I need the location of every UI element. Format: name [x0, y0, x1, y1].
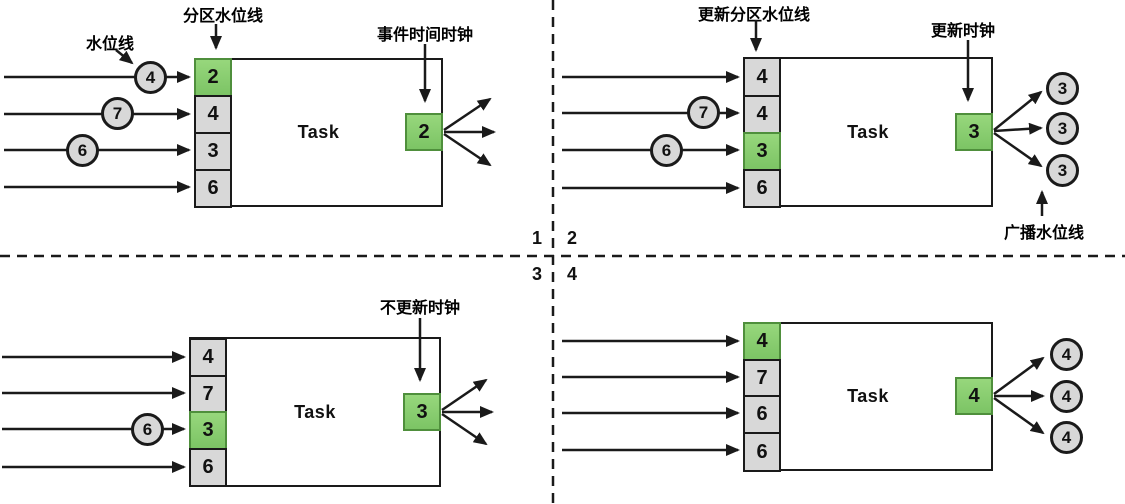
- q2-broadcast-watermark-label: 广播水位线: [1003, 225, 1085, 242]
- q1-task-box: Task: [194, 58, 443, 207]
- quadrant-number-3: 3: [531, 264, 543, 284]
- q2-update-partition-watermark-label: 更新分区水位线: [697, 7, 811, 24]
- q1-partition-cell-0: 2: [194, 58, 232, 97]
- q1-input-watermark-circle-0: 4: [134, 61, 167, 94]
- q2-partition-cell-3: 6: [743, 169, 781, 208]
- q2-task-label: Task: [847, 121, 889, 142]
- q2-partition-cell-2: 3: [743, 132, 781, 171]
- q1-partition-watermark-label: 分区水位线: [182, 8, 264, 25]
- q4-output-watermark-circle-2: 4: [1050, 421, 1083, 454]
- q2-clock-box: 3: [955, 113, 993, 151]
- q4-output-watermark-circle-0: 4: [1050, 338, 1083, 371]
- q1-task-label: Task: [297, 122, 340, 142]
- q3-partition-cell-2: 3: [189, 411, 227, 450]
- q2-input-watermark-circle-1: 6: [650, 134, 683, 167]
- q4-clock-box: 4: [955, 377, 993, 415]
- q1-partition-cell-2: 3: [194, 132, 232, 171]
- q1-input-watermark-circle-2: 6: [66, 134, 99, 167]
- q1-watermark-label: 水位线: [85, 36, 135, 53]
- quadrant-number-4: 4: [566, 264, 578, 284]
- q2-partition-cell-1: 4: [743, 95, 781, 134]
- q4-partition-cell-3: 6: [743, 432, 781, 472]
- q4-partition-cell-0: 4: [743, 322, 781, 361]
- q3-no-update-clock-label: 不更新时钟: [379, 300, 461, 317]
- q1-clock-box: 2: [405, 113, 443, 151]
- q3-partition-cell-3: 6: [189, 448, 227, 487]
- q2-output-watermark-circle-0: 3: [1046, 72, 1079, 105]
- q4-task-label: Task: [847, 386, 889, 406]
- quadrant-number-2: 2: [566, 228, 578, 248]
- q4-partition-cell-2: 6: [743, 395, 781, 434]
- q1-partition-cell-1: 4: [194, 95, 232, 134]
- q3-clock-box: 3: [403, 393, 441, 431]
- q2-partition-cell-0: 4: [743, 57, 781, 97]
- q2-task-box: Task: [743, 57, 993, 207]
- q2-output-watermark-circle-1: 3: [1046, 112, 1079, 145]
- q3-partition-cell-1: 7: [189, 375, 227, 413]
- q2-output-watermark-circle-2: 3: [1046, 154, 1079, 187]
- q4-task-box: Task: [743, 322, 993, 471]
- q2-input-watermark-circle-0: 7: [687, 96, 720, 129]
- q3-input-watermark-circle-0: 6: [131, 413, 164, 446]
- q2-update-clock-label: 更新时钟: [930, 23, 996, 40]
- q4-partition-cell-1: 7: [743, 359, 781, 397]
- q3-task-label: Task: [294, 401, 336, 422]
- q3-partition-cell-0: 4: [189, 338, 227, 377]
- q1-partition-cell-3: 6: [194, 169, 232, 208]
- q1-event-time-clock-label: 事件时间时钟: [376, 27, 474, 44]
- q3-task-box: Task: [189, 337, 441, 487]
- q4-output-watermark-circle-1: 4: [1050, 380, 1083, 413]
- q1-input-watermark-circle-1: 7: [101, 97, 134, 130]
- quadrant-number-1: 1: [531, 228, 543, 248]
